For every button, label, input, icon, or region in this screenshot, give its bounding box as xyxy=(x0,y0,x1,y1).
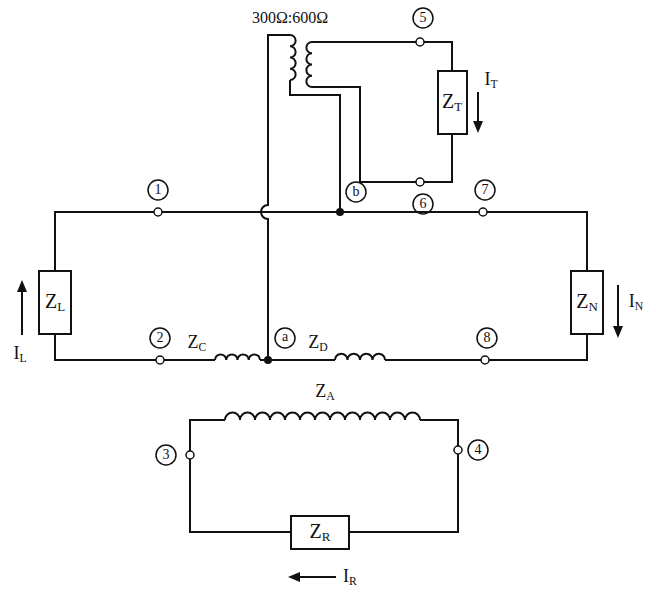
current-arrow xyxy=(617,285,619,328)
node-name: a xyxy=(282,330,288,344)
label-circle xyxy=(468,440,488,460)
label-circle xyxy=(275,328,295,348)
wire xyxy=(350,454,458,532)
terminal-number: 4 xyxy=(475,443,482,457)
arrow-head xyxy=(613,326,623,338)
node-name: b xyxy=(353,185,360,199)
impedance-name: ZC xyxy=(188,333,207,354)
current-arrow xyxy=(477,92,479,124)
terminal xyxy=(454,446,462,454)
label-circle xyxy=(156,445,176,465)
terminal-number: 1 xyxy=(155,183,162,197)
impedance-name: ZN xyxy=(576,291,598,313)
wire xyxy=(424,42,452,70)
junction-dot xyxy=(336,208,344,216)
impedance-name: ZA xyxy=(315,382,334,403)
wire xyxy=(55,212,587,270)
impedance-name: ZD xyxy=(308,333,327,354)
terminal xyxy=(416,178,424,186)
current-label: IR xyxy=(343,567,357,588)
wire xyxy=(164,359,215,361)
inductor-symbol xyxy=(225,413,420,420)
primary-coil xyxy=(290,35,296,80)
impedance-name: ZR xyxy=(310,521,331,543)
wire xyxy=(55,335,156,360)
current-label: IT xyxy=(484,70,497,91)
impedance-box: ZR xyxy=(290,515,350,550)
wire xyxy=(190,459,290,532)
terminal xyxy=(416,38,424,46)
current-label: IN xyxy=(629,292,643,313)
terminal-number: 5 xyxy=(420,11,427,25)
wire xyxy=(190,420,225,451)
terminal xyxy=(156,356,164,364)
terminal-number: 3 xyxy=(163,448,170,462)
current-label: IL xyxy=(13,344,26,365)
terminal-number: 2 xyxy=(157,331,164,345)
inductor-symbol xyxy=(215,354,260,360)
terminal xyxy=(186,451,194,459)
terminal xyxy=(154,208,162,216)
inductor-symbol xyxy=(335,354,385,360)
current-arrow xyxy=(298,576,336,578)
secondary-coil xyxy=(306,42,312,87)
arrow-head xyxy=(288,572,300,582)
wire xyxy=(312,41,416,43)
wire xyxy=(290,80,340,212)
impedance-box: ZT xyxy=(437,70,468,135)
label-circle xyxy=(150,328,170,348)
wire xyxy=(424,135,452,182)
impedance-name: ZL xyxy=(45,291,65,313)
current-arrow xyxy=(21,290,23,335)
terminal xyxy=(481,356,489,364)
terminal xyxy=(479,208,487,216)
impedance-box: ZL xyxy=(38,270,72,335)
wire xyxy=(261,35,290,360)
label-circle xyxy=(346,182,366,202)
impedance-name: ZT xyxy=(442,91,462,113)
label-circle xyxy=(475,180,495,200)
wire xyxy=(312,87,416,182)
junction-dot xyxy=(264,356,272,364)
wire xyxy=(385,359,481,361)
terminal-number: 6 xyxy=(420,197,427,211)
wire xyxy=(420,420,458,446)
terminal-number: 8 xyxy=(484,331,491,345)
arrow-head xyxy=(17,280,27,292)
arrow-head xyxy=(473,121,483,133)
label-circle xyxy=(477,328,497,348)
label-circle xyxy=(413,8,433,28)
label-circle xyxy=(148,180,168,200)
impedance-box: ZN xyxy=(570,270,604,335)
ratio-label: 300Ω:600Ω xyxy=(252,10,328,26)
terminal-number: 7 xyxy=(482,183,489,197)
wire xyxy=(489,335,587,360)
